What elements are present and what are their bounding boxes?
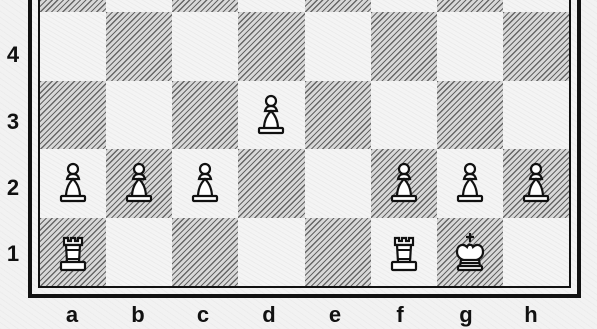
- square-b2[interactable]: [106, 149, 172, 218]
- rank-label-1: 1: [5, 241, 21, 267]
- square-g5-partial: [437, 0, 503, 12]
- square-a2[interactable]: [40, 149, 106, 218]
- square-c5-partial: [172, 0, 238, 12]
- square-d3[interactable]: [238, 81, 304, 150]
- square-d4[interactable]: [238, 12, 304, 81]
- rank-label-2: 2: [5, 175, 21, 201]
- pawn-icon[interactable]: [247, 91, 295, 139]
- square-f1[interactable]: [371, 218, 437, 287]
- square-b3[interactable]: [106, 81, 172, 150]
- square-d1[interactable]: [238, 218, 304, 287]
- square-f5-partial: [371, 0, 437, 12]
- square-h4[interactable]: [503, 12, 569, 81]
- file-label-c: c: [193, 302, 213, 328]
- square-b4[interactable]: [106, 12, 172, 81]
- square-g2[interactable]: [437, 149, 503, 218]
- square-a5-partial: [40, 0, 106, 12]
- square-g4[interactable]: [437, 12, 503, 81]
- rank-label-4: 4: [5, 42, 21, 68]
- file-label-f: f: [390, 302, 410, 328]
- king-icon[interactable]: [446, 228, 494, 276]
- square-c1[interactable]: [172, 218, 238, 287]
- pawn-icon[interactable]: [181, 159, 229, 207]
- rank-label-3: 3: [5, 109, 21, 135]
- square-e2[interactable]: [305, 149, 371, 218]
- square-h2[interactable]: [503, 149, 569, 218]
- rook-icon[interactable]: [49, 228, 97, 276]
- square-d2[interactable]: [238, 149, 304, 218]
- square-a3[interactable]: [40, 81, 106, 150]
- board-squares: [40, 0, 569, 286]
- square-c3[interactable]: [172, 81, 238, 150]
- square-e4[interactable]: [305, 12, 371, 81]
- pawn-icon[interactable]: [446, 159, 494, 207]
- square-h3[interactable]: [503, 81, 569, 150]
- square-h5-partial: [503, 0, 569, 12]
- pawn-icon[interactable]: [115, 159, 163, 207]
- square-e1[interactable]: [305, 218, 371, 287]
- square-f2[interactable]: [371, 149, 437, 218]
- square-g3[interactable]: [437, 81, 503, 150]
- rook-icon[interactable]: [380, 228, 428, 276]
- file-label-b: b: [128, 302, 148, 328]
- file-label-h: h: [521, 302, 541, 328]
- square-c2[interactable]: [172, 149, 238, 218]
- pawn-icon[interactable]: [380, 159, 428, 207]
- file-label-e: e: [325, 302, 345, 328]
- square-h1[interactable]: [503, 218, 569, 287]
- square-f3[interactable]: [371, 81, 437, 150]
- square-a4[interactable]: [40, 12, 106, 81]
- square-g1[interactable]: [437, 218, 503, 287]
- square-e5-partial: [305, 0, 371, 12]
- square-f4[interactable]: [371, 12, 437, 81]
- square-a1[interactable]: [40, 218, 106, 287]
- file-label-a: a: [62, 302, 82, 328]
- pawn-icon[interactable]: [512, 159, 560, 207]
- square-e3[interactable]: [305, 81, 371, 150]
- square-b5-partial: [106, 0, 172, 12]
- square-d5-partial: [238, 0, 304, 12]
- board-inner: [38, 0, 571, 288]
- square-c4[interactable]: [172, 12, 238, 81]
- file-label-d: d: [259, 302, 279, 328]
- pawn-icon[interactable]: [49, 159, 97, 207]
- file-label-g: g: [456, 302, 476, 328]
- board-frame: [28, 0, 581, 298]
- square-b1[interactable]: [106, 218, 172, 287]
